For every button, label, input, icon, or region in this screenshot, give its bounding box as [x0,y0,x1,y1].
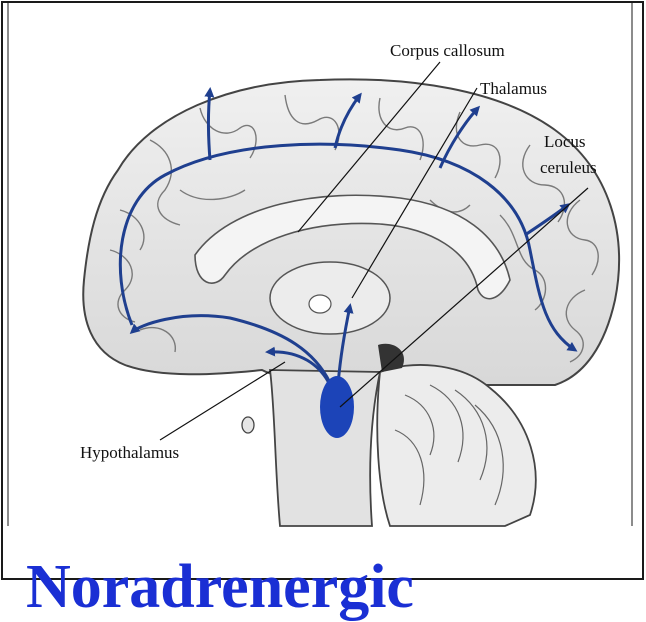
pathway-frontal-branch [209,90,211,160]
thalamus-label: Thalamus [480,79,547,98]
brain-sagittal-diagram: Corpus callosum Thalamus Locus ceruleus … [0,0,646,581]
slide-frame: Corpus callosum Thalamus Locus ceruleus … [0,0,646,581]
hypothalamus-label: Hypothalamus [80,443,179,462]
slide-caption: Noradrenergic [26,552,414,622]
locus-ceruleus-label-line1: Locus [544,132,586,151]
thalamus-shape [270,262,390,334]
corpus-callosum-label: Corpus callosum [390,41,505,60]
cerebellum-shape [377,365,535,526]
interthalamic-adhesion [309,295,331,313]
pituitary-shape [242,417,254,433]
locus-ceruleus-label-line2: ceruleus [540,158,597,177]
locus-ceruleus-nucleus [320,376,354,438]
